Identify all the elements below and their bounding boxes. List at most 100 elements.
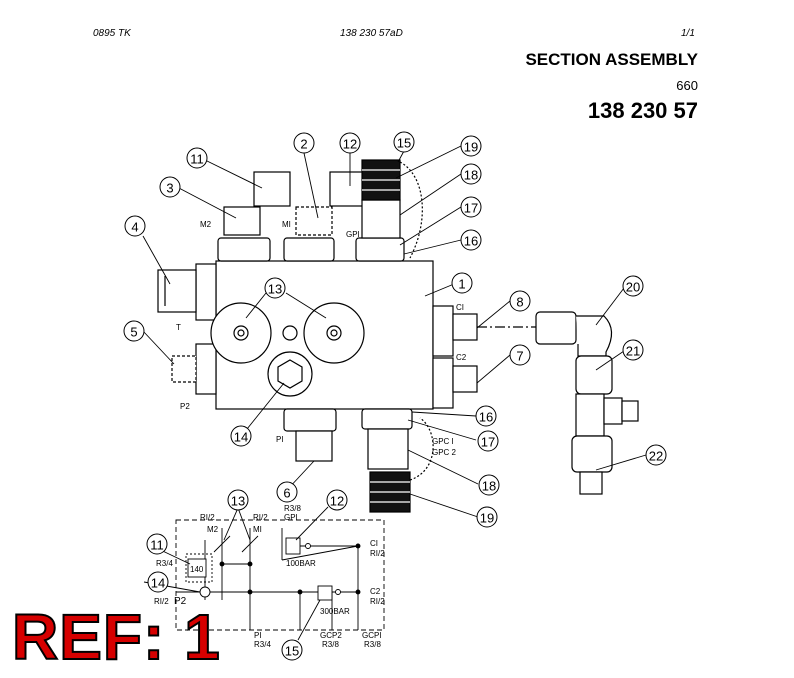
part-number: 138 230 57 [587, 98, 698, 123]
balloon-number: 12 [330, 494, 344, 509]
sch-140: 140 [190, 565, 204, 574]
label-c2: C2 [456, 353, 467, 362]
balloon-circle [123, 320, 145, 342]
balloon-circle [476, 506, 498, 528]
label-pi: PI [276, 435, 284, 444]
sch-c1: CI [370, 539, 378, 548]
balloon-number: 15 [397, 136, 411, 151]
sch-gcp2: GCP2 [320, 631, 342, 640]
sch-r12-a: RI/2 [200, 513, 215, 522]
balloon-number: 16 [479, 410, 493, 425]
balloon-circle [326, 489, 348, 511]
balloon-number: 3 [166, 181, 173, 196]
balloon-number: 19 [480, 511, 494, 526]
balloon-circle [230, 425, 252, 447]
sch-p2: P2 [174, 596, 187, 607]
balloon-circle [293, 132, 315, 154]
balloon-circle [186, 147, 208, 169]
sch-100bar: 100BAR [286, 559, 316, 568]
leader-lines [142, 145, 647, 518]
ref-stamp: REF: 1 [11, 601, 221, 673]
sch-r12-c: RI/2 [370, 549, 385, 558]
balloon-circle [478, 474, 500, 496]
header-document-id: 138 230 57aD [340, 28, 403, 39]
balloon-circle [477, 430, 499, 452]
balloon-circle [281, 639, 303, 661]
sch-r12-b: RI/2 [253, 513, 268, 522]
balloon-number: 17 [481, 435, 495, 450]
sch-r34-a: R3/4 [156, 559, 173, 568]
drawing-labels: M2 MI GPI T P2 CI C2 PI GPC I GPC 2 [176, 220, 467, 457]
sch-pi: PI [254, 631, 262, 640]
label-gpc2: GPC 2 [432, 448, 457, 457]
valve-block [157, 159, 639, 513]
balloon-number: 1 [458, 277, 465, 292]
balloon-number: 21 [626, 344, 640, 359]
label-mi: MI [282, 220, 291, 229]
sch-m2: M2 [207, 525, 219, 534]
label-gpc1: GPC I [432, 437, 454, 446]
balloon-number: 14 [151, 576, 165, 591]
balloon-number: 14 [234, 430, 248, 445]
sch-r34-b: R3/4 [254, 640, 271, 649]
page-title: SECTION ASSEMBLY [525, 50, 698, 69]
label-m2: M2 [200, 220, 212, 229]
balloon-number: 13 [268, 282, 282, 297]
balloon-circle [622, 275, 644, 297]
label-c1: CI [456, 303, 464, 312]
sch-r38-b: R3/8 [322, 640, 339, 649]
balloon-number: 7 [516, 349, 523, 364]
header-page-count: 1/1 [681, 28, 695, 39]
balloon-number: 17 [464, 201, 478, 216]
header-left-code: 0895 TK [93, 28, 131, 39]
sch-r12-d: RI/2 [154, 597, 169, 606]
balloon-number: 22 [649, 449, 663, 464]
balloon-circle [645, 444, 667, 466]
balloon-circle [264, 277, 286, 299]
label-p2: P2 [180, 402, 190, 411]
balloon-number: 20 [626, 280, 640, 295]
balloon-circle [509, 290, 531, 312]
sch-mi: MI [253, 525, 262, 534]
section-code: 660 [676, 78, 698, 93]
balloon-number: 4 [131, 220, 138, 235]
label-gpi: GPI [346, 230, 360, 239]
balloon-circle [451, 272, 473, 294]
balloon-number: 6 [283, 486, 290, 501]
balloon-circle [393, 131, 415, 153]
label-t: T [176, 323, 181, 332]
balloon-circle [460, 229, 482, 251]
sch-r38-a: R3/8 [284, 504, 301, 513]
balloon-number: 15 [285, 644, 299, 659]
balloon-circle [460, 196, 482, 218]
balloon-number: 18 [464, 168, 478, 183]
balloon-circle [147, 571, 169, 593]
balloon-circle [460, 135, 482, 157]
sch-300bar: 300BAR [320, 607, 350, 616]
balloon-number: 8 [516, 295, 523, 310]
balloon-number: 5 [130, 325, 137, 340]
balloon-circle [159, 176, 181, 198]
balloon-circle [475, 405, 497, 427]
balloon-circle [509, 344, 531, 366]
balloon-number: 11 [150, 538, 164, 553]
sch-c2: C2 [370, 587, 381, 596]
balloon-number: 19 [464, 140, 478, 155]
balloon-circle [146, 533, 168, 555]
sch-gpi: GPI [284, 513, 298, 522]
balloon-circle [460, 163, 482, 185]
balloon-number: 11 [190, 152, 204, 167]
balloon-circle [339, 132, 361, 154]
sch-gcpi: GCPI [362, 631, 382, 640]
balloon-circle [622, 339, 644, 361]
balloon-circle [276, 481, 298, 503]
balloon-number: 12 [343, 137, 357, 152]
balloon-circle [124, 215, 146, 237]
sch-r38-c: R3/8 [364, 640, 381, 649]
balloon-number: 16 [464, 234, 478, 249]
balloon-circle [227, 489, 249, 511]
balloon-number: 2 [300, 137, 307, 152]
sch-r12-e: RI/2 [370, 597, 385, 606]
